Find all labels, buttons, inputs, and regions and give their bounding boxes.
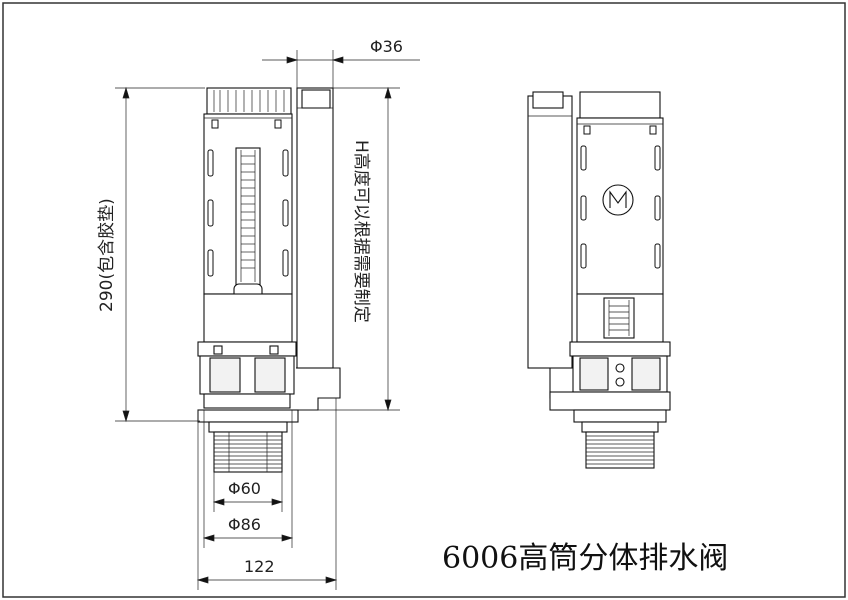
logo — [602, 184, 634, 216]
dim-diameter-36: Φ36 — [370, 37, 403, 56]
drawing-title: 6006高筒分体排水阀 — [442, 541, 728, 576]
dim-diameter-86: Φ86 — [228, 515, 261, 534]
dimension-lines — [115, 50, 420, 590]
dim-width-122: 122 — [244, 557, 275, 576]
dim-height-h-note: H高度可以根据需要制定 — [351, 140, 371, 323]
dim-diameter-60: Φ60 — [228, 479, 261, 498]
right-view — [527, 91, 671, 469]
left-view — [197, 87, 341, 473]
dim-height-290: 290(包含胶垫) — [97, 198, 117, 312]
